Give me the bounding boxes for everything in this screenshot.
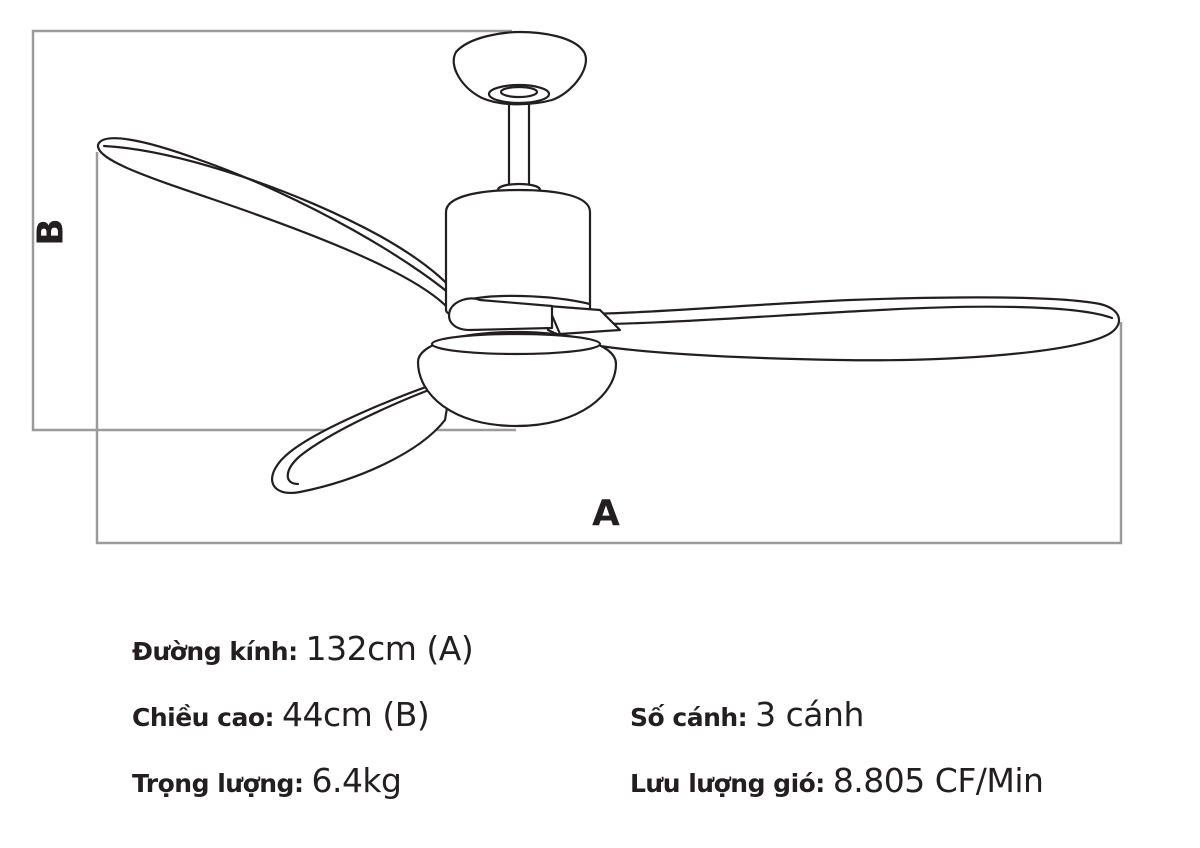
spec-height-label: Chiều cao: (132, 703, 275, 732)
dimension-label-b: B (30, 218, 72, 246)
fan-blade-mount (447, 297, 554, 332)
spec-weight: Trọng lượng:6.4kg (132, 764, 402, 797)
fan-canopy-collar-inner (499, 85, 539, 99)
spec-weight-label: Trọng lượng: (132, 769, 304, 798)
spec-height-value: 44cm (B) (282, 695, 430, 734)
fan-light-bowl-rim (430, 332, 602, 356)
fan-blade-right (546, 296, 1121, 362)
spec-airflow-label: Lưu lượng gió: (630, 769, 825, 798)
dimension-label-a: A (592, 493, 620, 534)
spec-height: Chiều cao:44cm (B) (132, 695, 430, 734)
spec-diameter-value: 132cm (A) (305, 629, 474, 668)
spec-airflow-value: 8.805 CF/Min (832, 761, 1044, 800)
dimension-frame-a (95, 152, 1123, 545)
fan-drawing (96, 30, 1121, 495)
fan-blade-lower (271, 376, 454, 495)
spec-airflow: Lưu lượng gió:8.805 CF/Min (630, 761, 1044, 800)
spec-blades: Số cánh:3 cánh (630, 698, 864, 731)
fan-blade-lower-edge (286, 382, 447, 486)
ceiling-fan-diagram (31, 29, 1123, 545)
fan-blade-left (96, 137, 472, 324)
fan-blade-right-arm (546, 304, 622, 336)
spec-weight-value: 6.4kg (311, 761, 402, 800)
spec-diameter: Đường kính:132cm (A) (132, 629, 474, 668)
fan-canopy (452, 30, 587, 106)
dimension-frame-b (31, 29, 516, 432)
spec-blades-value: 3 cánh (755, 695, 864, 734)
fan-downrod (507, 94, 531, 194)
spec-diameter-label: Đường kính: (132, 637, 298, 666)
fan-blade-right-edge (558, 305, 1114, 326)
spec-blades-label: Số cánh: (630, 703, 748, 732)
